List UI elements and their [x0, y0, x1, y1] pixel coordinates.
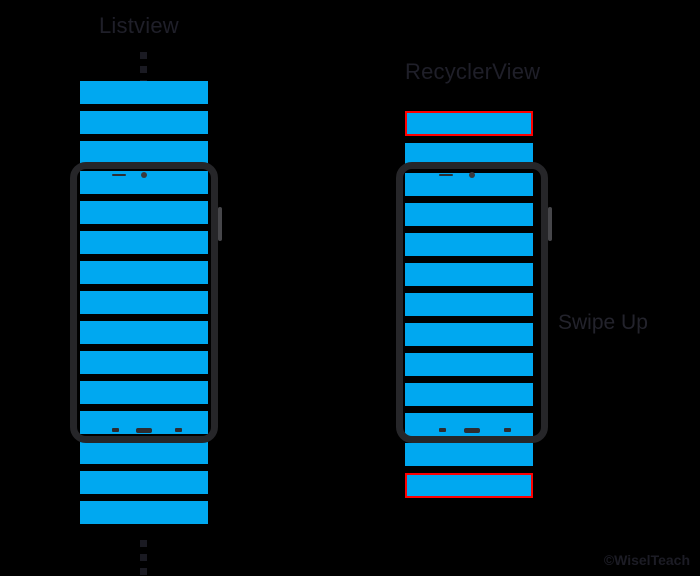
list-item[interactable] [80, 291, 208, 314]
list-item[interactable] [80, 381, 208, 404]
list-item[interactable] [80, 231, 208, 254]
list-item[interactable] [80, 141, 208, 164]
list-item[interactable] [80, 171, 208, 194]
list-item[interactable] [80, 261, 208, 284]
list-item[interactable] [80, 111, 208, 134]
list-item[interactable] [405, 323, 533, 346]
list-item[interactable] [80, 441, 208, 464]
list-item[interactable] [405, 173, 533, 196]
swipe-up-label: Swipe Up [558, 311, 648, 334]
list-item[interactable] [80, 201, 208, 224]
ellipsis-dot [140, 52, 147, 59]
list-item[interactable] [405, 413, 533, 436]
list-item[interactable] [80, 471, 208, 494]
list-item[interactable] [80, 81, 208, 104]
list-item[interactable] [80, 501, 208, 524]
list-item[interactable] [405, 383, 533, 406]
list-item[interactable] [405, 263, 533, 286]
list-item[interactable] [80, 321, 208, 344]
listview-ellipsis-bottom-icon [140, 540, 148, 575]
list-item[interactable] [80, 351, 208, 374]
listview-title: Listview [99, 13, 179, 38]
list-item[interactable] [405, 203, 533, 226]
list-item[interactable] [405, 293, 533, 316]
list-item[interactable] [405, 353, 533, 376]
ellipsis-dot [140, 554, 147, 561]
phone-power-button[interactable] [548, 207, 552, 241]
list-item[interactable] [405, 143, 533, 166]
list-item[interactable] [80, 411, 208, 434]
ellipsis-dot [140, 66, 147, 73]
ellipsis-dot [140, 540, 147, 547]
recyclerview-item-column [405, 111, 533, 505]
list-item-highlighted[interactable] [405, 111, 533, 136]
phone-power-button[interactable] [218, 207, 222, 241]
list-item[interactable] [405, 443, 533, 466]
ellipsis-dot [140, 568, 147, 575]
watermark-label: ©WiselTeach [603, 552, 690, 568]
recyclerview-title: RecyclerView [405, 59, 541, 84]
list-item-highlighted[interactable] [405, 473, 533, 498]
listview-item-column [80, 81, 208, 531]
list-item[interactable] [405, 233, 533, 256]
